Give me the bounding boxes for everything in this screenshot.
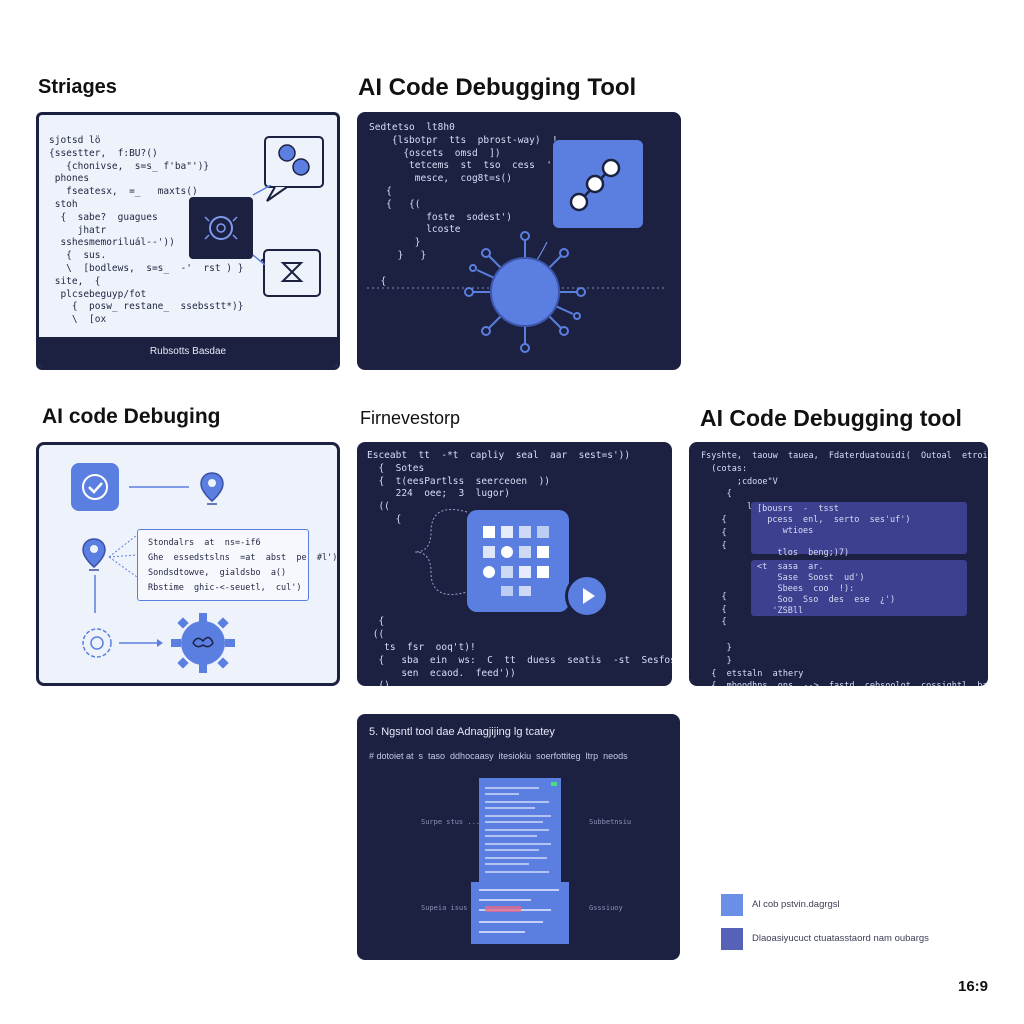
location-pin-icon	[199, 471, 225, 507]
aspect-ratio-label: 16:9	[958, 978, 989, 995]
check-shield-icon	[71, 463, 119, 511]
panel2-code: Sedtetso lt8h0 {lsbotpr tts pbrost-way) …	[369, 122, 569, 287]
graph-nodes-icon	[553, 140, 643, 228]
heading-ai-code-debugging-tool-2: AI Code Debugging tool	[700, 405, 962, 431]
panel6-subtitle: # dotoiet at s taso ddhocaasy itesiokiu …	[369, 751, 628, 761]
highlight-block-2: <t sasa ar. Sase Soost ud') Sbees coo !)…	[751, 560, 967, 616]
location-pin-icon-2	[81, 537, 107, 573]
chat-bubble-dots-icon	[263, 135, 325, 202]
panel3-code: Stondalrs at ns=-if6 Ghe essedstslns =at…	[148, 538, 338, 593]
document-card-1	[479, 778, 561, 888]
panel1-caption: Rubsotts Basdae	[39, 337, 337, 367]
highlight-block-2-code: <t sasa ar. Sase Soost ud') Sbees coo !)…	[757, 562, 896, 616]
debug-bot-icon	[189, 197, 253, 259]
legend-label-2: Dlaoasiyucuct ctuatasstaord nam oubargs	[752, 933, 929, 944]
dotted-brace	[414, 509, 468, 595]
panel-flow-diagram: Stondalrs at ns=-if6 Ghe essedstslns =at…	[36, 442, 340, 686]
heading-striages: Striages	[38, 76, 117, 98]
brain-gear-icon	[169, 611, 237, 675]
network-hub-icon	[367, 231, 667, 353]
panel-code-chat: sjotsd lö {ssestter, f:BU?() {chonivse, …	[36, 112, 340, 370]
legend-label-1: Al cob pstvin.dagrgsl	[752, 899, 840, 910]
legend-swatch-1	[721, 894, 743, 916]
heading-ai-code-debuging: AI code Debuging	[42, 405, 221, 428]
heading-firnevestorp: Firnevestorp	[360, 408, 461, 428]
side-label-4: Gsssiuoy	[589, 904, 623, 912]
panel4-code: Esceabt tt -*t capliy seal aar sest=s'))…	[367, 450, 672, 686]
document-card-2	[471, 882, 569, 944]
highlight-block-1-code: [bousrs - tsst pcess enl, serto ses'uf')…	[757, 504, 911, 558]
gear-cycle-icon	[77, 623, 117, 663]
code-callout-box: Stondalrs at ns=-if6 Ghe essedstslns =at…	[137, 529, 337, 601]
side-label-3: Supeia isus	[421, 904, 468, 912]
highlight-block-1: [bousrs - tsst pcess enl, serto ses'uf')…	[751, 502, 967, 558]
panel-code-network: Sedtetso lt8h0 {lsbotpr tts pbrost-way) …	[357, 112, 681, 370]
side-label-2: Subbetnsiu	[589, 818, 632, 826]
chat-bubble-hourglass-icon	[261, 247, 323, 299]
panel6-title: 5. Ngsntl tool dae Adnagjijing lg tcatey	[369, 726, 555, 738]
panel-code-apps: Esceabt tt -*t capliy seal aar sest=s'))…	[357, 442, 672, 686]
panel5-code: Fsyshte, taouw tauea, Fdaterduatouidi( O…	[701, 451, 988, 686]
legend-swatch-2	[721, 928, 743, 950]
play-button-icon[interactable]	[565, 574, 609, 618]
app-grid-icon	[467, 510, 569, 612]
connector-lines	[252, 185, 272, 265]
flow-connectors	[94, 486, 189, 647]
panel1-code: sjotsd lö {ssestter, f:BU?() {chonivse, …	[49, 135, 244, 326]
panel-code-highlights: Fsyshte, taouw tauea, Fdaterduatouidi( O…	[689, 442, 988, 686]
side-label-1: Surpe stus ...	[421, 818, 481, 826]
heading-ai-code-debugging-tool: AI Code Debugging Tool	[358, 74, 637, 101]
panel-documents: 5. Ngsntl tool dae Adnagjijing lg tcatey…	[357, 714, 680, 960]
